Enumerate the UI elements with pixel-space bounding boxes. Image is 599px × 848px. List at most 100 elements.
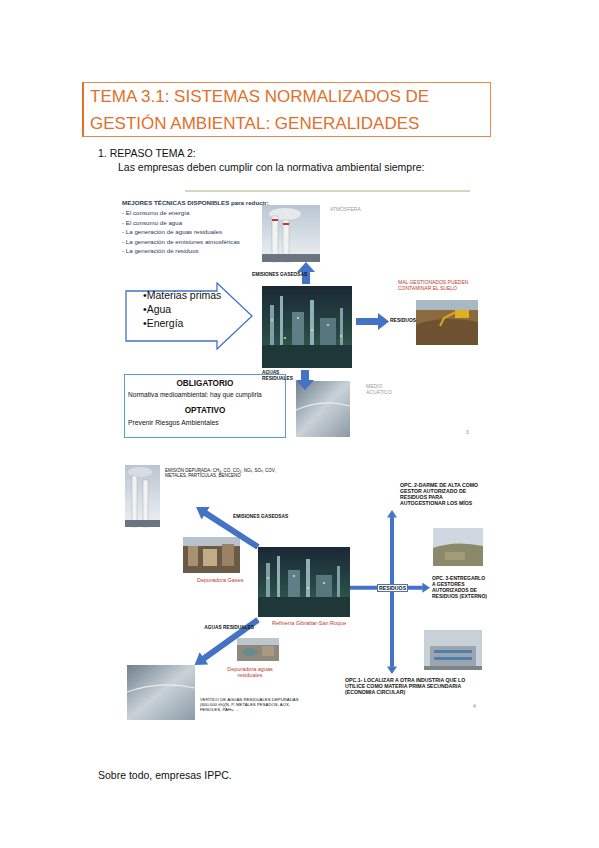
list-item: - La generación de emisiones atmosférica… [122,238,240,245]
landfill-photo [445,552,465,560]
flow-arrow [350,583,430,593]
edge-label: EMISIONES GASEOSAS [233,514,288,520]
chimney-photo [262,205,320,262]
water-plant-photo [237,638,279,645]
arrow-shaft [390,517,394,667]
option-node: OPC. 3-ENTREGARLO A GESTORES AUTORIZADOS… [430,528,488,610]
refinery-photo [327,324,329,326]
intro-sentence: Las empresas deben cumplir con la normat… [118,161,424,173]
landfill-photo [433,528,483,566]
refinery-photo [258,597,350,617]
gas-scrubber-photo [183,537,240,573]
chimney-node: EMISIÓN DEPURADA: CH₄, CO, CO₂, NOₓ, SOₓ… [125,465,297,507]
refinery-node: Refinería Gibraltar-San Roque [258,547,350,627]
text-block: •Energía [143,317,183,329]
soil-photo [455,310,469,318]
facility-photo [424,666,482,670]
chimney-photo [262,205,320,262]
refinery-photo [307,587,309,589]
text-block: VERTIDO DE AGUAS RESIDUALES DEPURADAS (6… [200,697,312,712]
chimney-photo [272,219,278,221]
refinery-photo [340,308,343,345]
water-photo [296,403,350,410]
text-block: Depuradora aguas residuales [215,666,285,679]
facility-photo [424,630,482,670]
image-caption: MEDIO ACUÁTICO [366,384,406,396]
soil-photo [416,300,478,310]
text-block: OBLIGATORIO [125,379,285,389]
refinery-photo [277,556,280,597]
text-block: OPC. 2-DARME DE ALTA COMO GESTOR AUTORIZ… [400,482,488,507]
gas-scrubber-node: Depuradora Gases [183,537,243,585]
text-block: EMISIÓN DEPURADA: CH₄, CO, CO₂, NOₓ, SOₓ… [165,468,295,479]
refinery-photo [323,582,325,584]
closing-note: Sobre todo, empresas IPPC. [98,769,232,781]
edge-label: RESIDUOS [377,584,408,592]
text-block: OPC. 3-ENTREGARLO A GESTORES AUTORIZADOS… [432,576,488,600]
facility-photo [434,657,472,660]
edge-label: AGUAS RESIDUALES [204,625,254,631]
refinery-photo [306,559,310,597]
slide-rule [185,191,470,192]
list-heading: MEJORES TÉCNICAS DISPONIBLES para reduci… [122,199,269,206]
option-text: OPC.1- LOCALIZAR A OTRA INDUSTRIA QUE LO… [345,674,480,704]
flow-arrow [196,507,258,547]
list-item: - El consumo de energía [122,209,189,216]
soil-photo [440,312,456,326]
list-item: - La generación de residuos [122,247,199,254]
warning-note: MAL GESTIONADOS PUEDEN CONTAMINAR EL SUE… [398,280,480,292]
flow-label: AGUAS RESIDUALES [262,370,298,381]
gas-scrubber-photo [222,544,234,566]
refinery-photo [258,547,350,617]
refinery-photo [340,335,342,337]
refinery-photo [337,566,340,597]
flow-arrow-symbol [297,262,315,272]
gas-scrubber-photo [183,537,240,573]
flow-label: RESIDUOS [390,318,416,324]
water-plant-photo [262,646,274,656]
chimney-photo [125,520,160,527]
refinery-photo [293,575,295,577]
list-item: - El consumo de agua [122,219,182,226]
refinery-photo [270,305,274,345]
image-caption: ATMÓSFERA [330,207,361,213]
flow-arrow-symbol [301,370,309,381]
arrow-head [196,507,210,520]
option-text: OPC. 2-DARME DE ALTA COMO GESTOR AUTORIZ… [385,480,488,510]
text-block: •Agua [143,303,171,315]
flow-arrow-symbol [296,380,314,390]
flow-arrow-symbol [356,318,378,325]
refinery-photo [266,563,270,597]
water-plant-photo [237,638,279,661]
flow-label: EMISIONES GASEOSAS [252,272,307,278]
flow-arrow-symbol [378,313,389,330]
page-title: TEMA 3.1: SISTEMAS NORMALIZADOS DE GESTI… [90,83,488,137]
chimney-photo [125,465,160,527]
water-photo [127,685,195,692]
chimney-photo [132,476,137,527]
refinery-photo [288,570,300,597]
water-plant-node: Depuradora aguas residuales [215,638,285,676]
refinery-photo [284,337,286,339]
text-block: Refinería Gibraltar-San Roque [272,620,346,626]
water-photo [296,381,350,437]
refinery-photo [320,318,336,345]
gas-scrubber-photo [188,546,198,566]
text-block: Normativa medioambiental: hay que cumpli… [128,391,284,399]
refinery-photo [262,286,352,368]
refinery-photo [262,345,352,368]
chimney-photo [262,254,320,262]
facility-photo [434,650,472,653]
water-photo [127,665,195,720]
slide-number: 4 [473,704,476,710]
refinery-photo [271,319,273,321]
text-block: Depuradora Gases [197,577,243,583]
landfill-photo [433,528,483,566]
soil-photo [416,300,478,345]
slide-number: 3 [466,430,469,436]
water-photo [296,381,350,437]
input-arrow-shape: •Materias primas•Agua•Energía [125,282,253,350]
soil-photo [416,319,478,345]
obligation-box: OBLIGATORIO Normativa medioambiental: hay… [124,374,286,438]
